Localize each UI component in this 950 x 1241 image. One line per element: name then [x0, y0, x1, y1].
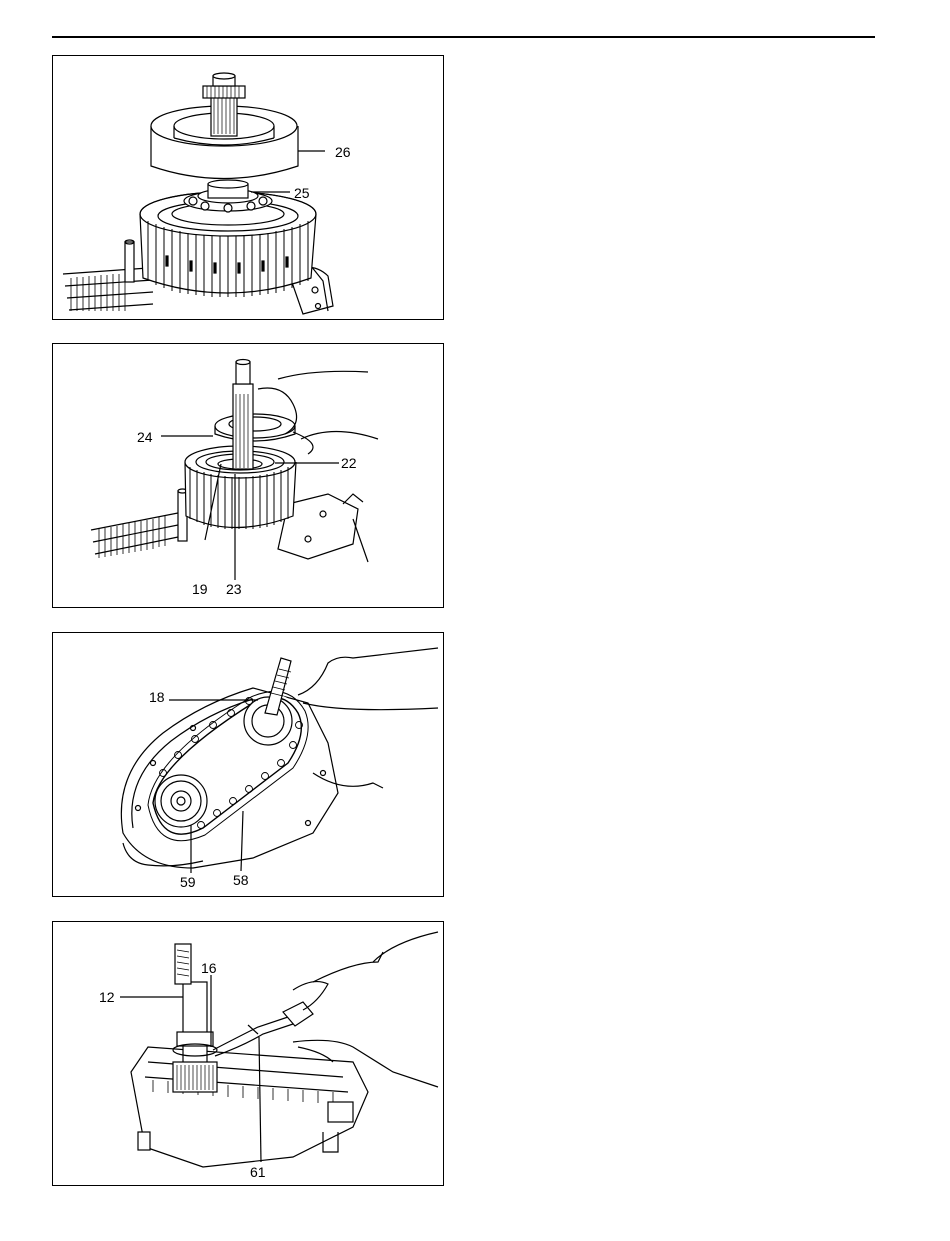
callout-22: 22: [341, 456, 357, 470]
illustration-clutch-drum: [53, 56, 444, 320]
illustration-chain-sprocket: [53, 633, 444, 897]
illustration-bearing-gear: [53, 344, 444, 608]
figure-bearing-gear-removal: 24 22 19 23: [52, 343, 444, 608]
callout-16: 16: [201, 961, 217, 975]
illustration-shaft-pliers: [53, 922, 444, 1186]
callout-18: 18: [149, 690, 165, 704]
callout-26: 26: [335, 145, 351, 159]
callout-59: 59: [180, 875, 196, 889]
callout-19: 19: [192, 582, 208, 596]
callout-58: 58: [233, 873, 249, 887]
figure-clutch-drum-removal: 26 25: [52, 55, 444, 320]
figure-shaft-snap-ring-removal: 12 16 61: [52, 921, 444, 1186]
callout-25: 25: [294, 186, 310, 200]
callout-24: 24: [137, 430, 153, 444]
header-rule: [52, 36, 875, 38]
callout-12: 12: [99, 990, 115, 1004]
callout-23: 23: [226, 582, 242, 596]
figure-chain-sprocket-removal: 18 59 58: [52, 632, 444, 897]
callout-61: 61: [250, 1165, 266, 1179]
